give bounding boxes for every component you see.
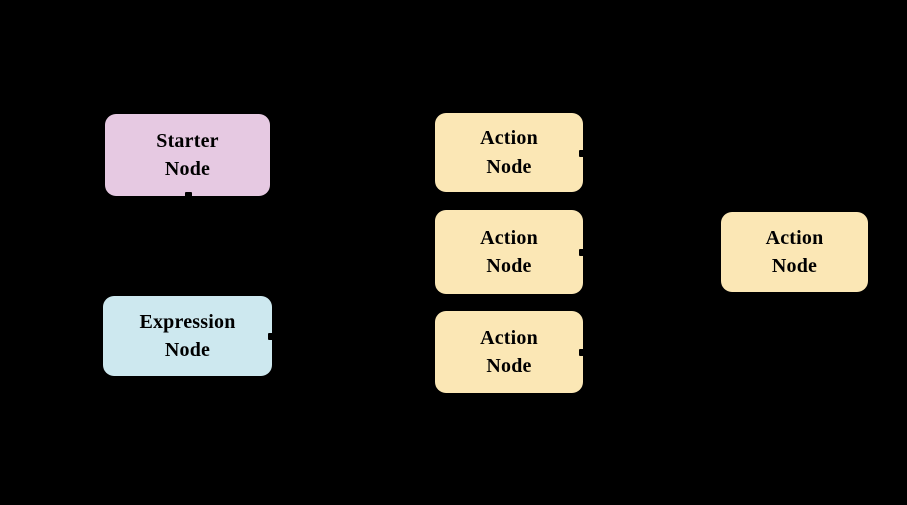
action-node-4-label-line-1: Action [765, 226, 824, 249]
action-node-2-port-right[interactable] [579, 249, 586, 256]
expression-node-port-right[interactable] [268, 333, 275, 340]
starter-node-port-bottom[interactable] [184, 192, 192, 199]
action-node-3-label-line-2: Node [486, 355, 532, 377]
action-node-4-label-line-2: Node [771, 255, 818, 277]
action-node-2-label-line-2: Node [486, 255, 532, 277]
expression-node-label-line-1: Expression [139, 310, 236, 333]
action-node-1-label-line-2: Node [486, 155, 532, 178]
action-node-1-label-line-1: Action [480, 127, 538, 150]
action-node-1-port-right[interactable] [579, 149, 586, 157]
action-node-2-label-line-1: Action [480, 226, 538, 249]
action-node-3-port-right[interactable] [579, 349, 586, 356]
starter-node-label-line-1: Starter [156, 129, 219, 152]
expression-node-label-line-2: Node [164, 339, 211, 361]
starter-node-label-line-2: Node [164, 158, 211, 180]
action-node-3-label-line-1: Action [480, 326, 538, 349]
